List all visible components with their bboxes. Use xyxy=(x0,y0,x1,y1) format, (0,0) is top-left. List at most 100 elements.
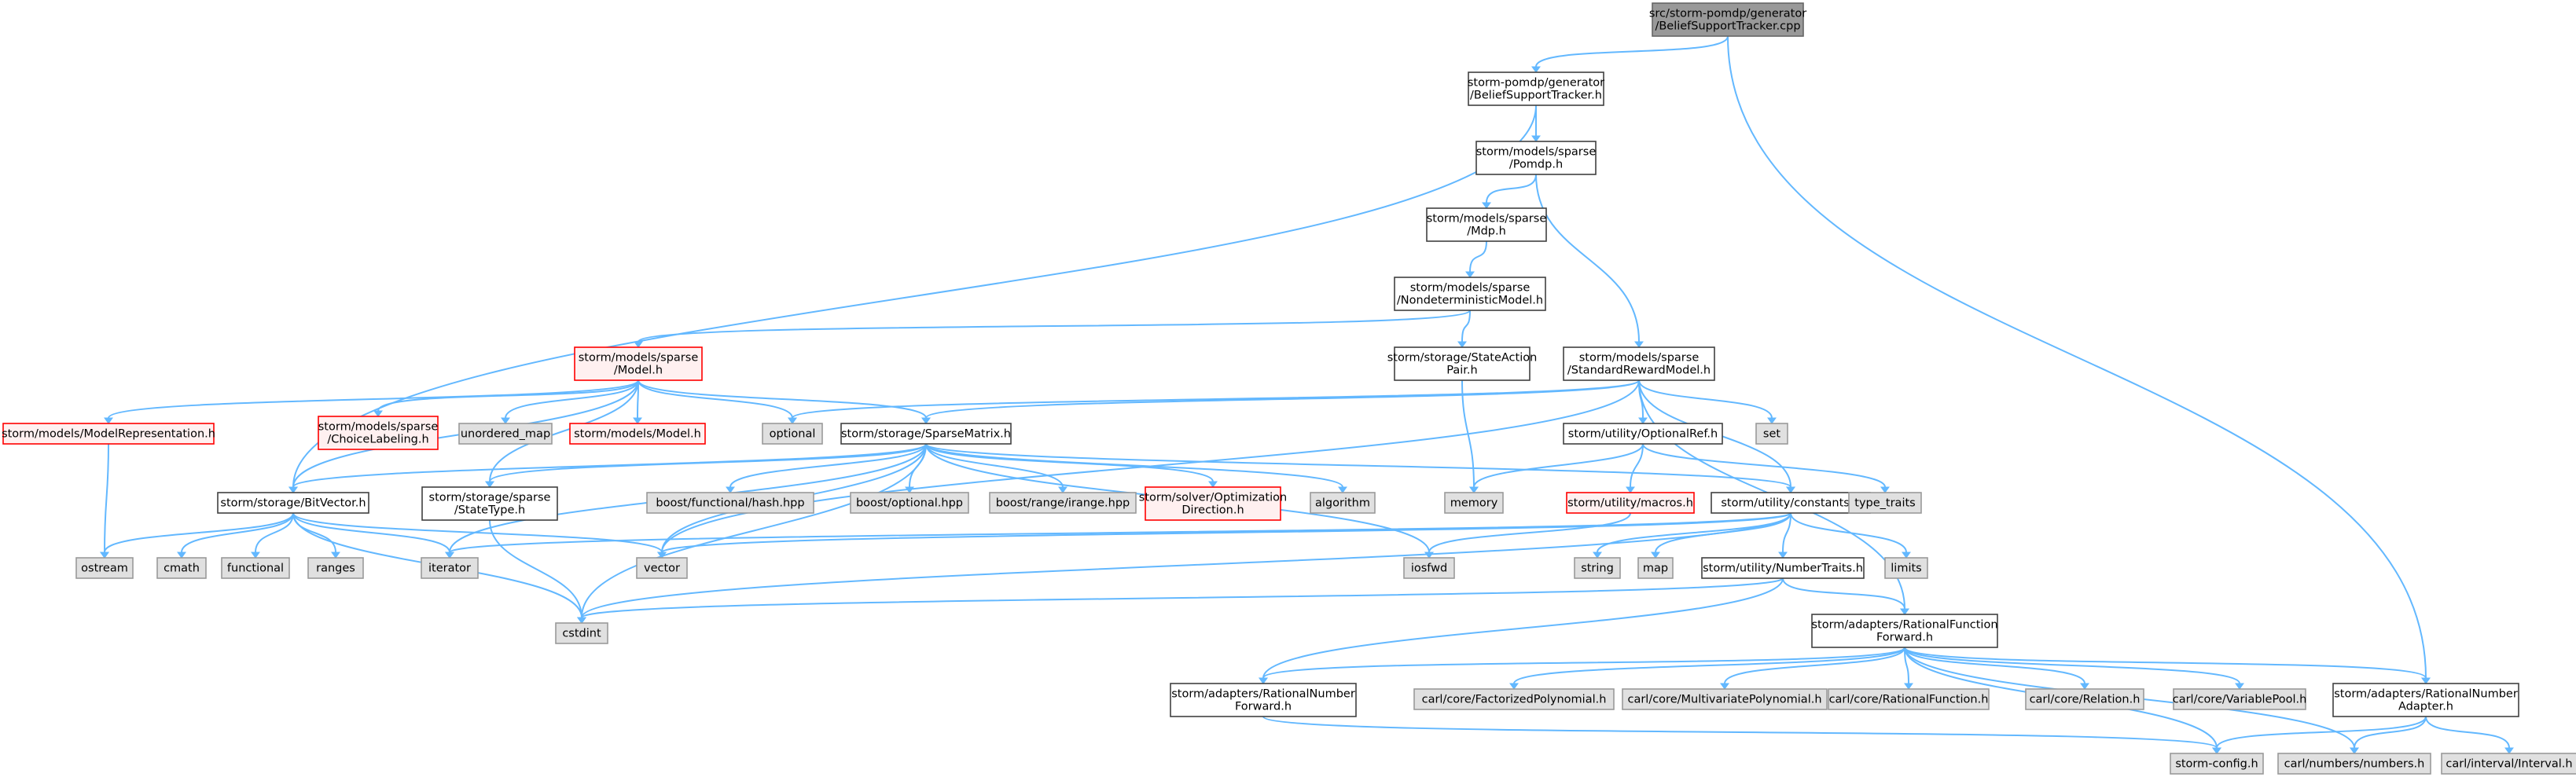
edge-rna-to-numbers xyxy=(2354,716,2427,749)
node-bst[interactable]: storm-pomdp/generator/BeliefSupportTrack… xyxy=(1468,71,1604,106)
node-label-varpool-line-1: carl/core/VariablePool.h xyxy=(2173,694,2307,706)
node-brange: boost/range/irange.hpp xyxy=(989,492,1137,514)
edge-spmat-to-brange xyxy=(925,443,1064,488)
node-label-stormconfig-line-1: storm-config.h xyxy=(2175,758,2258,771)
edge-constants-to-cstdint xyxy=(581,512,1791,618)
node-set: set xyxy=(1755,423,1788,445)
node-label-optref-line-1: storm/utility/OptionalRef.h xyxy=(1568,428,1718,441)
node-bhash: boost/functional/hash.hpp xyxy=(646,492,814,514)
arrowhead-rff-to-varpool xyxy=(2235,683,2244,690)
edge-spmat-to-constants xyxy=(925,443,1791,488)
node-label-srm-line-2: /StandardRewardModel.h xyxy=(1567,365,1711,377)
edge-model-to-umap xyxy=(505,379,639,419)
arrowhead-ndm-to-model xyxy=(634,341,643,348)
node-label-rnf-line-2: Forward.h xyxy=(1235,701,1292,713)
arrowhead-constants-to-limits xyxy=(1902,552,1911,559)
arrowhead-pomdp-to-mdp xyxy=(1482,202,1491,209)
arrowhead-constants-to-string xyxy=(1593,552,1602,559)
node-box-bitvec xyxy=(217,492,369,514)
node-label-ostream-line-1: ostream xyxy=(81,563,128,575)
node-label-map-line-1: map xyxy=(1643,563,1668,575)
node-optref[interactable]: storm/utility/OptionalRef.h xyxy=(1563,423,1723,445)
node-box-bst xyxy=(1468,71,1604,106)
node-box-choicelab xyxy=(318,416,439,450)
node-label-mdp-line-1: storm/models/sparse xyxy=(1427,213,1547,225)
arrowhead-constants-to-iterator xyxy=(445,552,454,559)
edge-pomdp-to-srm xyxy=(1535,174,1640,343)
node-label-pomdp-line-1: storm/models/sparse xyxy=(1476,146,1597,159)
node-spmat[interactable]: storm/storage/SparseMatrix.h xyxy=(840,423,1012,445)
node-box-cstdint xyxy=(555,622,608,644)
edge-modelrep-to-ostream xyxy=(104,443,109,553)
arrowhead-spmat-to-bitvec xyxy=(288,486,298,493)
node-label-bst-line-1: storm-pomdp/generator xyxy=(1468,77,1604,90)
node-root: src/storm-pomdp/generator/BeliefSupportT… xyxy=(1649,2,1806,37)
node-modelh[interactable]: storm/models/Model.h xyxy=(569,423,706,445)
node-label-rna-line-1: storm/adapters/RationalNumber xyxy=(2334,688,2518,701)
edge-spmat-to-cstdint xyxy=(581,443,927,618)
edge-rff-to-rnf xyxy=(1262,647,1905,679)
edge-numtraits-to-cstdint xyxy=(581,577,1784,618)
node-label-typetraits-line-1: type_traits xyxy=(1854,497,1915,510)
node-bitvec[interactable]: storm/storage/BitVector.h xyxy=(217,492,369,514)
node-numbers: carl/numbers/numbers.h xyxy=(2277,753,2431,775)
node-label-factpoly-line-1: carl/core/FactorizedPolynomial.h xyxy=(1422,694,1607,706)
node-label-multipoly-line-1: carl/core/MultivariatePolynomial.h xyxy=(1627,694,1821,706)
node-macros[interactable]: storm/utility/macros.h xyxy=(1566,492,1695,514)
node-box-ndm xyxy=(1394,277,1546,311)
arrowhead-bitvec-to-functional xyxy=(251,552,260,559)
node-box-interval xyxy=(2441,753,2576,775)
node-choicelab[interactable]: storm/models/sparse/ChoiceLabeling.h xyxy=(318,416,439,450)
node-box-varpool xyxy=(2173,688,2306,710)
node-label-ratfunc-line-1: carl/core/RationalFunction.h xyxy=(1829,694,1989,706)
node-constants[interactable]: storm/utility/constants.h xyxy=(1711,492,1871,514)
node-label-bhash-line-1: boost/functional/hash.hpp xyxy=(656,497,804,510)
node-limits: limits xyxy=(1884,557,1928,579)
node-label-numtraits-line-1: storm/utility/NumberTraits.h xyxy=(1703,563,1863,575)
arrowhead-srm-to-set xyxy=(1767,417,1777,424)
node-srm[interactable]: storm/models/sparse/StandardRewardModel.… xyxy=(1563,346,1715,381)
edge-model-to-optional xyxy=(638,379,793,419)
node-label-model-line-2: /Model.h xyxy=(614,365,663,377)
node-label-rff-line-2: Forward.h xyxy=(1876,632,1933,644)
node-modelrep[interactable]: storm/models/ModelRepresentation.h xyxy=(2,423,215,445)
node-umap: unordered_map xyxy=(458,423,553,445)
node-label-srm-line-1: storm/models/sparse xyxy=(1579,352,1700,365)
node-ndm[interactable]: storm/models/sparse/NondeterministicMode… xyxy=(1394,277,1546,311)
node-label-rnf-line-1: storm/adapters/RationalNumber xyxy=(1171,688,1355,701)
arrowhead-spmat-to-bopt xyxy=(905,486,914,493)
node-label-choicelab-line-1: storm/models/sparse xyxy=(318,421,439,434)
arrowhead-rff-to-relation xyxy=(2080,683,2089,690)
node-label-optional-line-1: optional xyxy=(770,428,816,441)
edge-root-to-bst xyxy=(1535,35,1729,68)
node-box-memory xyxy=(1444,492,1504,514)
node-label-set-line-1: set xyxy=(1763,428,1780,441)
edge-bst-to-bitvec xyxy=(292,104,1537,488)
edge-constants-to-limits xyxy=(1790,512,1907,553)
node-ostream: ostream xyxy=(75,557,134,579)
node-label-functional-line-1: functional xyxy=(227,563,284,575)
node-mdp[interactable]: storm/models/sparse/Mdp.h xyxy=(1426,207,1547,242)
node-model[interactable]: storm/models/sparse/Model.h xyxy=(574,346,703,381)
node-box-constants xyxy=(1711,492,1871,514)
node-box-rff xyxy=(1811,614,1998,648)
node-numtraits[interactable]: storm/utility/NumberTraits.h xyxy=(1701,557,1865,579)
node-label-limits-line-1: limits xyxy=(1891,563,1921,575)
node-label-ranges-line-1: ranges xyxy=(316,563,355,575)
edge-rff-to-rna xyxy=(1904,647,2427,679)
node-pomdp[interactable]: storm/models/sparse/Pomdp.h xyxy=(1475,141,1597,175)
arrowhead-optref-to-macros xyxy=(1626,486,1635,493)
arrowhead-rna-to-interval xyxy=(2504,747,2514,754)
node-statetype[interactable]: storm/storage/sparse/StateType.h xyxy=(421,486,558,521)
node-label-optdir-line-1: storm/solver/Optimization xyxy=(1139,492,1287,504)
arrowhead-root-to-bst xyxy=(1531,66,1541,73)
node-vector: vector xyxy=(636,557,688,579)
node-label-model-line-1: storm/models/sparse xyxy=(579,352,699,365)
node-label-numbers-line-1: carl/numbers/numbers.h xyxy=(2284,758,2425,771)
